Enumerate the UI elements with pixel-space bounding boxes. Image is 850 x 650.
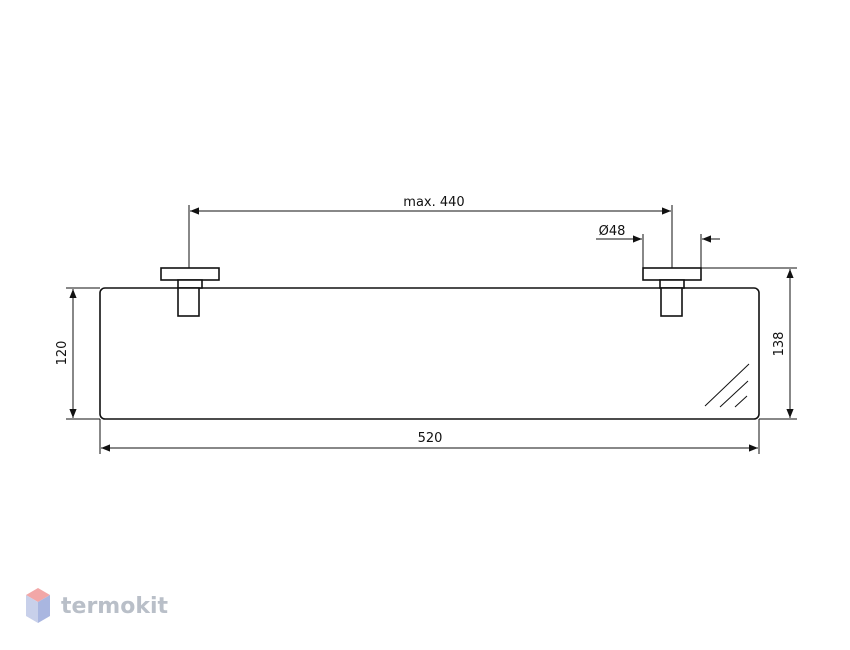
width-label: 520	[418, 431, 443, 446]
total-height-dimension	[701, 267, 797, 420]
width-dimension	[99, 419, 760, 454]
watermark: termokit	[26, 588, 168, 623]
glass-shelf	[99, 287, 760, 420]
glass-reflection-hatch	[704, 363, 750, 408]
right-bracket	[642, 267, 702, 317]
hexagon-logo-icon	[26, 588, 50, 623]
spacing-label: max. 440	[403, 195, 464, 210]
diameter-dimension	[596, 234, 720, 268]
glass-height-label: 120	[55, 341, 70, 366]
watermark-text: termokit	[61, 594, 168, 619]
glass-height-dimension	[66, 287, 100, 420]
total-height-label: 138	[772, 332, 787, 357]
left-bracket	[160, 267, 220, 317]
diameter-label: Ø48	[599, 224, 626, 239]
spacing-dimension	[188, 205, 673, 268]
